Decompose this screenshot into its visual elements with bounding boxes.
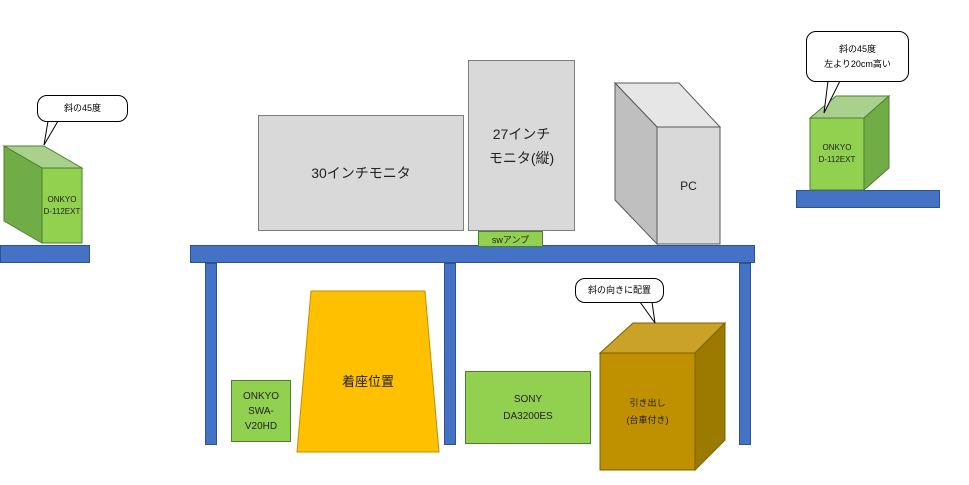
receiver: SONY DA3200ES (465, 371, 591, 444)
pc-label: PC (680, 178, 697, 193)
right-speaker-callout: 斜の45度 左より20cm高い (806, 31, 909, 82)
drawer-callout-tail (639, 301, 656, 324)
monitor-27-inch-label: 27インチ モニタ(縦) (488, 125, 555, 166)
seat-position-label: 着座位置 (341, 373, 394, 389)
drawer-label: 引き出し (台車付き) (626, 397, 669, 425)
desk-top (190, 245, 755, 263)
right-speaker-note: 斜の45度 左より20cm高い (824, 43, 891, 69)
drawer-cube (598, 321, 727, 472)
left-speaker-label: ONKYO D-112EXT (43, 194, 81, 216)
subwoofer: ONKYO SWA- V20HD (231, 380, 291, 442)
right-speaker-label: ONKYO D-112EXT (818, 143, 856, 164)
pc-tower (613, 81, 722, 246)
receiver-label: SONY DA3200ES (503, 393, 553, 422)
sw-amp: swアンプ (478, 231, 543, 247)
left-speaker-callout: 斜の45度 (37, 95, 128, 122)
right-speaker-shelf (796, 190, 940, 208)
left-speaker-cube (2, 145, 84, 244)
seat-position-shape (296, 290, 440, 453)
monitor-27-inch: 27インチ モニタ(縦) (468, 60, 575, 231)
desk-leg-left (205, 263, 217, 445)
left-speaker-shelf (0, 245, 90, 263)
sw-amp-label: swアンプ (491, 234, 530, 245)
drawer-note: 斜の向きに配置 (587, 285, 651, 295)
left-callout-tail (43, 120, 59, 146)
left-speaker-note: 斜の45度 (63, 103, 101, 113)
drawer-callout: 斜の向きに配置 (575, 278, 664, 303)
monitor-30-inch: 30インチモニタ (258, 115, 464, 231)
monitor-30-inch-label: 30インチモニタ (311, 165, 411, 181)
desk-leg-middle (444, 263, 456, 445)
subwoofer-label: ONKYO SWA- V20HD (242, 390, 280, 432)
desk-leg-right (739, 263, 751, 445)
